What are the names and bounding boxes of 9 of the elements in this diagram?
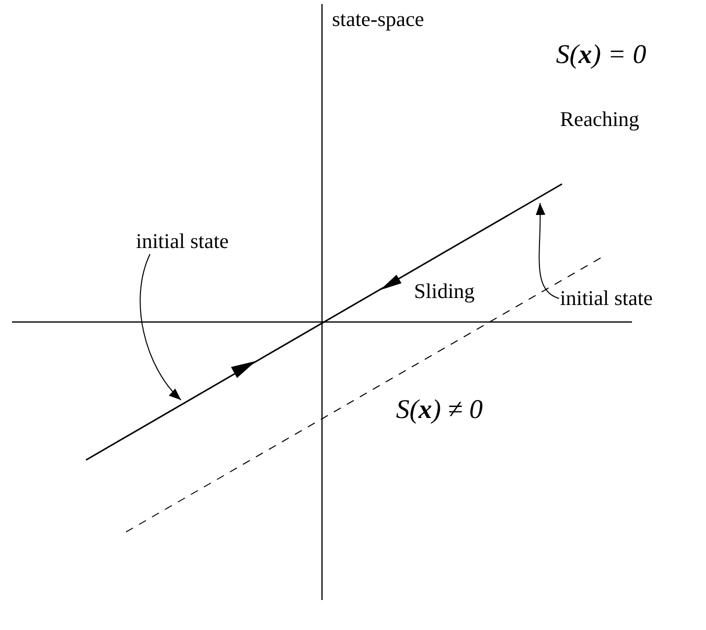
curved-arrow: [535, 202, 560, 299]
axis-label: state-space: [332, 8, 424, 32]
curved-arrow: [140, 254, 182, 400]
annotation-text: initial state: [136, 230, 229, 254]
equation-label: S(x) ≠ 0: [396, 395, 483, 425]
annotation-text: initial state: [560, 287, 653, 310]
motion-label: Sliding: [414, 280, 475, 304]
edge-label: Reaching: [560, 108, 640, 132]
equation-label: S(x) = 0: [556, 40, 646, 70]
